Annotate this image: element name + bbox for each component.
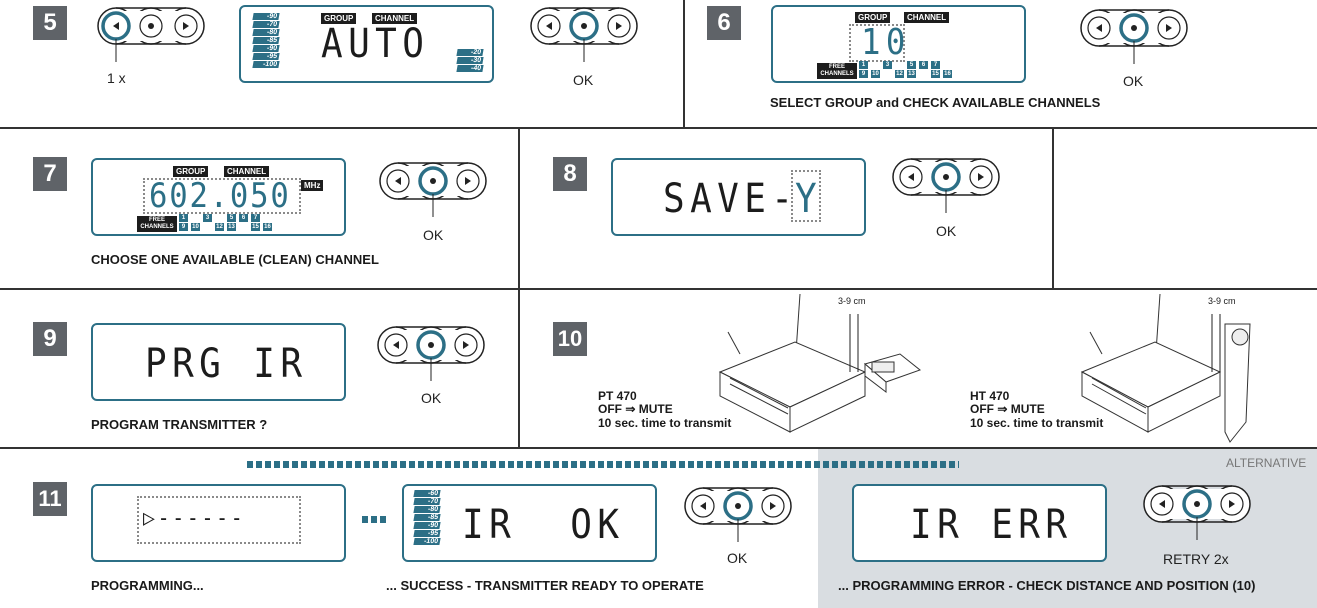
ok-label: OK	[421, 390, 442, 406]
divider-8-empty	[1052, 128, 1054, 288]
step-caption: PROGRAMMING...	[91, 578, 204, 593]
model-label: HT 470	[970, 389, 1010, 403]
mute-instruction: OFF ⇒ MUTE	[970, 402, 1045, 416]
step-number: 5	[33, 6, 67, 40]
group-tag: GROUP	[321, 13, 357, 24]
level-meter-right: -20 -30 -40	[456, 49, 484, 73]
divider-row2	[0, 288, 1317, 290]
group-tag: GROUP	[173, 166, 209, 177]
free-channels-label: FREE CHANNELS	[817, 63, 857, 79]
channel-tag: CHANNEL	[224, 166, 270, 177]
model-label: PT 470	[598, 389, 637, 403]
alternative-label: ALTERNATIVE	[1226, 456, 1307, 470]
group-tag: GROUP	[855, 12, 891, 23]
lcd-display-success: -60 -70 -80 -85 -90 -95 -100 IR OK	[402, 484, 657, 562]
step-number: 11	[33, 482, 67, 516]
divider-row1	[0, 127, 1317, 129]
three-button-keypad	[377, 326, 485, 381]
press-count: 1 x	[107, 70, 126, 86]
three-button-keypad	[684, 487, 792, 542]
divider-7-8	[518, 128, 520, 288]
step-caption: CHOOSE ONE AVAILABLE (CLEAN) CHANNEL	[91, 252, 379, 267]
receiver-with-handheld-illustration	[1080, 293, 1251, 443]
ok-label: OK	[573, 72, 594, 88]
transmit-instruction: 10 sec. time to transmit	[970, 416, 1104, 430]
step-caption: ... SUCCESS - TRANSMITTER READY TO OPERA…	[386, 578, 704, 593]
lcd-display-error: IR ERR	[852, 484, 1107, 562]
three-button-keypad	[379, 162, 487, 217]
ok-label: OK	[1123, 73, 1144, 89]
connector-dots	[362, 516, 388, 523]
group-blink-box	[849, 24, 905, 62]
step-caption: ... PROGRAMMING ERROR - CHECK DISTANCE A…	[838, 578, 1256, 593]
step-caption: SELECT GROUP and CHECK AVAILABLE CHANNEL…	[770, 95, 1101, 110]
distance-label: 3-9 cm	[838, 296, 866, 306]
lcd-display-save: SAVE- Y	[611, 158, 866, 236]
level-meter-left: -90 -70 -80 -85 -90 -95 -100	[252, 13, 280, 69]
display-confirm: Y	[795, 176, 823, 222]
retry-label: RETRY 2x	[1163, 551, 1229, 567]
ok-label: OK	[727, 550, 748, 566]
progress-dash-bar	[247, 461, 959, 468]
display-text: IR ERR	[910, 502, 1073, 548]
step-number: 6	[707, 6, 741, 40]
lcd-display-auto: GROUP CHANNEL -90 -70 -80 -85 -90 -95 -1…	[239, 5, 494, 83]
free-channels-label: FREE CHANNELS	[137, 216, 177, 232]
step-number: 9	[33, 322, 67, 356]
divider-row3	[0, 447, 1317, 449]
step-number: 7	[33, 157, 67, 191]
step-number: 10	[553, 322, 587, 356]
display-group-number: 10	[861, 22, 911, 63]
ok-label: OK	[936, 223, 957, 239]
receiver-with-bodypack-illustration	[718, 293, 922, 433]
display-frequency: 602.050	[149, 176, 291, 216]
three-button-keypad	[97, 7, 205, 62]
channel-tag: CHANNEL	[904, 12, 950, 23]
display-progress: ▷------	[143, 506, 246, 531]
lcd-display-frequency: GROUP CHANNEL 602.050 MHz FREE CHANNELS …	[91, 158, 346, 236]
display-text: SAVE-	[663, 176, 799, 222]
progress-blink-box	[137, 496, 301, 544]
distance-label: 3-9 cm	[1208, 296, 1236, 306]
ok-label: OK	[423, 227, 444, 243]
mute-instruction: OFF ⇒ MUTE	[598, 402, 673, 416]
three-button-keypad	[892, 158, 1000, 213]
lcd-display-program: PRG IR	[91, 323, 346, 401]
three-button-keypad	[530, 7, 638, 62]
lcd-display-progress: ▷------	[91, 484, 346, 562]
divider-9-10	[518, 289, 520, 447]
step-number: 8	[553, 157, 587, 191]
three-button-keypad	[1080, 9, 1188, 64]
frequency-blink-box	[143, 178, 301, 214]
lcd-display-group: GROUP CHANNEL 10 FREE CHANNELS 1 3 5 6 7…	[771, 5, 1026, 83]
three-button-keypad	[1143, 485, 1251, 540]
channel-tag: CHANNEL	[372, 13, 418, 24]
unit-tag: MHz	[301, 180, 324, 191]
display-text: PRG IR	[145, 341, 308, 387]
step-caption: PROGRAM TRANSMITTER ?	[91, 417, 268, 432]
keypad-outline	[97, 7, 205, 62]
display-text: IR OK	[462, 502, 625, 548]
divider-5-6	[683, 0, 685, 128]
display-text: AUTO	[321, 21, 430, 67]
confirm-blink-box	[791, 170, 821, 222]
transmit-instruction: 10 sec. time to transmit	[598, 416, 732, 430]
level-meter: -60 -70 -80 -85 -90 -95 -100	[413, 490, 441, 546]
